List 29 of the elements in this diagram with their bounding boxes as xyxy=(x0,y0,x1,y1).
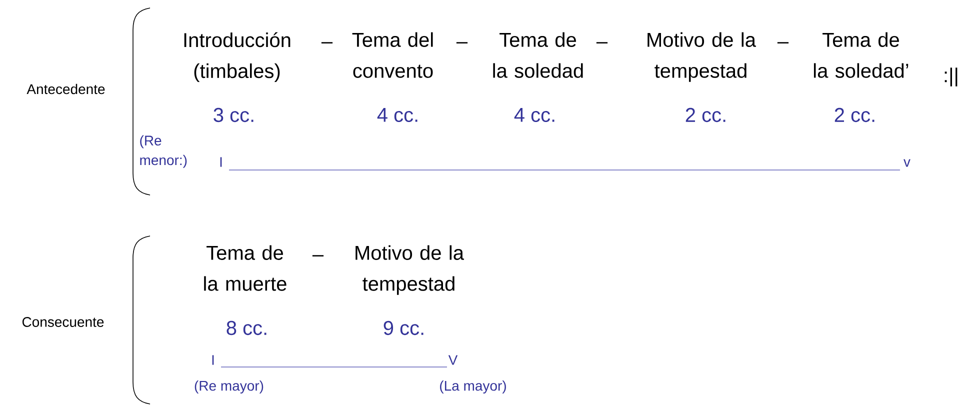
motif-label: Motivo de la tempestad xyxy=(648,32,756,82)
harmonic-degree: V xyxy=(448,355,458,365)
motif-label: Tema de la soledad xyxy=(493,32,583,78)
section-label: Consecuente xyxy=(22,317,104,327)
measure-count: 8 cc. xyxy=(226,320,266,336)
section-label: Antecedente xyxy=(26,84,105,94)
key-label: (Re mayor) xyxy=(194,380,264,394)
dash-separator: – xyxy=(321,42,333,44)
measure-count: 4 cc. xyxy=(377,108,418,122)
repeat-sign: :|| xyxy=(944,68,958,86)
dash-separator: – xyxy=(777,42,789,44)
key-label: (La mayor) xyxy=(440,380,506,394)
motif-label: Tema del convento xyxy=(352,32,433,78)
dash-separator: – xyxy=(456,42,468,44)
harmonic-degree: I xyxy=(212,355,214,365)
dash-separator: – xyxy=(596,42,608,44)
key-label: (Re menor:) xyxy=(140,135,187,168)
measure-count: 3 cc. xyxy=(214,108,254,122)
measure-count: 4 cc. xyxy=(514,108,554,122)
dash-separator: – xyxy=(312,255,324,256)
motif-label: Tema de la soledad’ xyxy=(814,32,908,78)
measure-count: 2 cc. xyxy=(834,108,874,122)
motif-label: Motivo de la tempestad xyxy=(356,245,464,295)
motif-label: Tema de la muerte xyxy=(204,245,286,291)
harmonic-degree: v xyxy=(904,159,910,167)
motif-label: Introducción (timbales) xyxy=(184,32,290,82)
harmonic-degree: I xyxy=(220,157,222,167)
measure-count: 2 cc. xyxy=(686,108,726,122)
measure-count: 9 cc. xyxy=(384,320,424,336)
